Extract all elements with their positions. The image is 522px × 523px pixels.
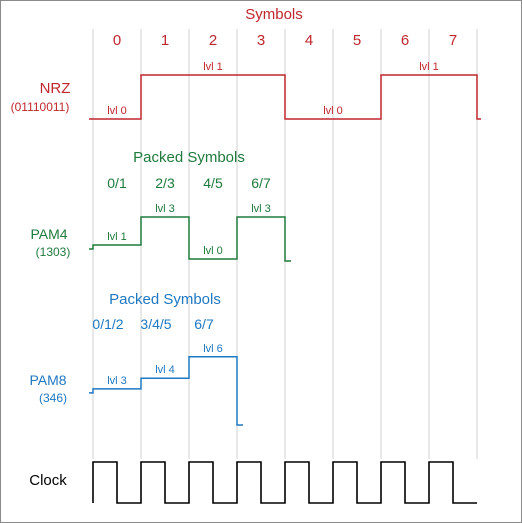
pam8-level-label-0: lvl 3 xyxy=(107,375,127,387)
pam4-symbol-groups: 0/1 2/3 4/5 6/7 xyxy=(107,175,271,191)
symbol-index-4: 4 xyxy=(305,32,313,49)
pam4-code: (1303) xyxy=(36,245,71,259)
pam4-label: PAM4 xyxy=(30,226,67,242)
pam4-waveform xyxy=(89,216,291,262)
symbol-indices: 0 1 2 3 4 5 6 7 xyxy=(113,32,457,49)
nrz-waveform xyxy=(89,74,481,120)
pam4-heading: Packed Symbols xyxy=(133,149,245,166)
pam4-level-label-1: lvl 3 xyxy=(155,203,175,215)
pam8-symbol-groups: 0/1/2 3/4/5 6/7 xyxy=(92,316,214,332)
pam4-level-label-2: lvl 0 xyxy=(203,245,223,257)
nrz-level-labels: lvl 0 lvl 1 lvl 0 lvl 1 xyxy=(107,61,439,117)
pam4-group-0: 0/1 xyxy=(107,175,127,191)
pam8-group-2: 6/7 xyxy=(194,316,214,332)
symbol-index-3: 3 xyxy=(257,32,265,49)
pam8-level-labels: lvl 3 lvl 4 lvl 6 xyxy=(107,343,223,387)
pam8-group-0: 0/1/2 xyxy=(92,316,123,332)
symbol-index-7: 7 xyxy=(449,32,457,49)
pam8-group-1: 3/4/5 xyxy=(140,316,171,332)
pam4-group-3: 6/7 xyxy=(251,175,271,191)
pam8-code: (346) xyxy=(39,391,67,405)
clock-waveform xyxy=(92,461,477,504)
pam4-group-1: 2/3 xyxy=(155,175,175,191)
pam4-group-2: 4/5 xyxy=(203,175,223,191)
clock-label: Clock xyxy=(29,472,67,489)
pam8-label: PAM8 xyxy=(29,372,66,388)
pam8-level-label-2: lvl 6 xyxy=(203,343,223,355)
nrz-label: NRZ xyxy=(40,80,71,97)
symbol-index-0: 0 xyxy=(113,32,121,49)
pam8-level-label-1: lvl 4 xyxy=(155,364,175,376)
pam8-waveform xyxy=(89,356,243,426)
nrz-level-label-2: lvl 0 xyxy=(323,105,343,117)
symbol-index-1: 1 xyxy=(161,32,169,49)
nrz-code: (01110011) xyxy=(11,100,70,114)
symbols-title: Symbols xyxy=(245,6,303,23)
nrz-level-label-1: lvl 1 xyxy=(203,61,223,73)
pam4-level-label-3: lvl 3 xyxy=(251,203,271,215)
pam4-level-labels: lvl 1 lvl 3 lvl 0 lvl 3 xyxy=(107,203,271,257)
symbol-index-6: 6 xyxy=(401,32,409,49)
symbol-index-2: 2 xyxy=(209,32,217,49)
nrz-level-label-3: lvl 1 xyxy=(419,61,439,73)
nrz-level-label-0: lvl 0 xyxy=(107,105,127,117)
pam4-level-label-0: lvl 1 xyxy=(107,231,127,243)
pam8-heading: Packed Symbols xyxy=(109,291,221,308)
symbol-index-5: 5 xyxy=(353,32,361,49)
